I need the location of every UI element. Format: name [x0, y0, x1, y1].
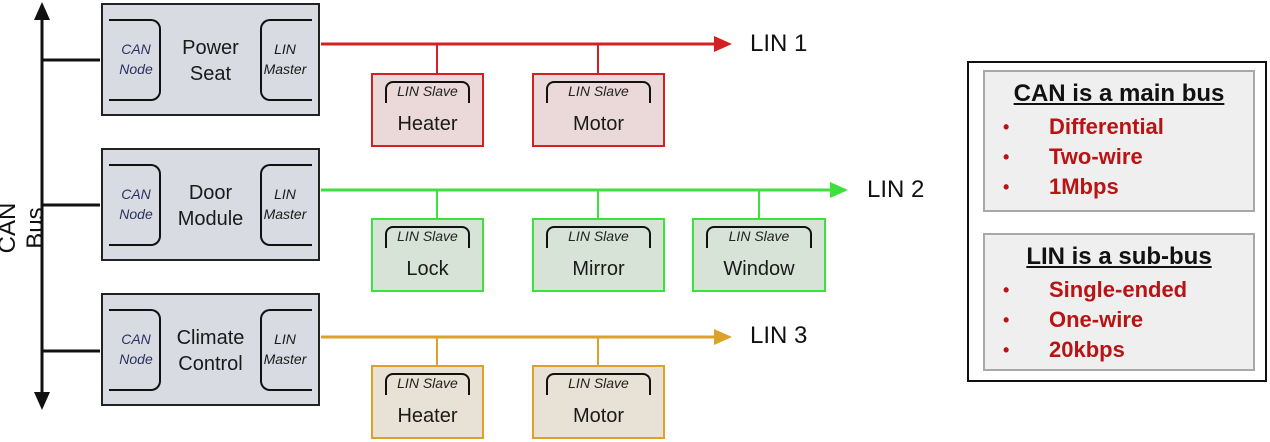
lin2-slave-window: LIN Slave Window [692, 218, 826, 292]
lin2-label: LIN 2 [867, 176, 925, 203]
legend-item: •1Mbps [985, 172, 1253, 202]
slave-name: Window [723, 258, 795, 280]
slave-tag: LIN Slave [397, 375, 458, 391]
lin-master-bracket [260, 19, 312, 101]
slave-bracket [385, 81, 470, 103]
lin3-slave-motor: LIN Slave Motor [532, 365, 665, 439]
slave-tag: LIN Slave [568, 375, 629, 391]
bullet-icon: • [1003, 310, 1010, 330]
slave-name: Heater [397, 405, 458, 427]
lin1-slave-heater: LIN Slave Heater [371, 73, 484, 147]
bullet-icon: • [1003, 147, 1010, 167]
slave-bracket [546, 373, 651, 395]
legend: CAN is a main bus •Differential •Two-wir… [967, 61, 1267, 382]
legend-can: CAN is a main bus •Differential •Two-wir… [983, 70, 1255, 212]
can-bus-arrow-down [34, 392, 50, 410]
legend-item: •Differential [985, 112, 1253, 142]
slave-tag: LIN Slave [568, 83, 629, 99]
legend-can-list: •Differential •Two-wire •1Mbps [985, 112, 1253, 202]
slave-tag: LIN Slave [397, 228, 458, 244]
legend-can-title: CAN is a main bus [1013, 80, 1225, 107]
legend-item: •One-wire [985, 305, 1253, 335]
lin3-slave-heater: LIN Slave Heater [371, 365, 484, 439]
slave-bracket [546, 226, 651, 248]
lin2-arrow [830, 182, 848, 198]
bullet-icon: • [1003, 177, 1010, 197]
lin1-slave-motor: LIN Slave Motor [532, 73, 665, 147]
bullet-icon: • [1003, 280, 1010, 300]
lin1-arrow [714, 36, 732, 52]
slave-bracket [385, 373, 470, 395]
slave-bracket [546, 81, 651, 103]
lin3-arrow [714, 329, 732, 345]
legend-lin-list: •Single-ended •One-wire •20kbps [985, 275, 1253, 365]
slave-name: Lock [406, 258, 449, 280]
lin2-slave-mirror: LIN Slave Mirror [532, 218, 665, 292]
slave-tag: LIN Slave [728, 228, 790, 244]
legend-lin-title: LIN is a sub-bus [1026, 243, 1212, 270]
bullet-icon: • [1003, 340, 1010, 360]
legend-item: •Single-ended [985, 275, 1253, 305]
slave-name: Motor [572, 405, 625, 427]
slave-bracket [706, 226, 812, 248]
lin3-bus [321, 329, 732, 366]
lin2-slave-lock: LIN Slave Lock [371, 218, 484, 292]
legend-lin: LIN is a sub-bus •Single-ended •One-wire… [983, 233, 1255, 371]
lin1-bus [321, 36, 732, 74]
can-bus-arrow-up [34, 2, 50, 20]
lin-master-bracket [260, 309, 312, 391]
legend-item: •Two-wire [985, 142, 1253, 172]
can-node-bracket [109, 19, 161, 101]
lin3-label: LIN 3 [750, 322, 808, 349]
can-bus-label: CAN Bus [0, 202, 49, 254]
lin1-label: LIN 1 [750, 30, 808, 57]
lin-master-bracket [260, 164, 312, 246]
slave-name: Mirror [572, 258, 625, 280]
lin2-bus [321, 182, 848, 219]
bullet-icon: • [1003, 117, 1010, 137]
legend-item: •20kbps [985, 335, 1253, 365]
slave-name: Heater [397, 113, 458, 135]
can-node-bracket [109, 164, 161, 246]
can-node-bracket [109, 309, 161, 391]
slave-bracket [385, 226, 470, 248]
slave-tag: LIN Slave [568, 228, 629, 244]
slave-name: Motor [572, 113, 625, 135]
slave-tag: LIN Slave [397, 83, 458, 99]
